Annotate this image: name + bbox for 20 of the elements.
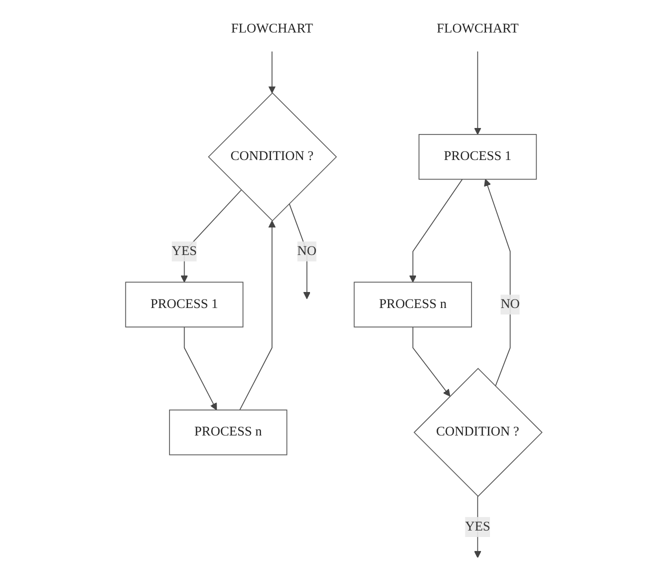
node-box: PROCESS n	[354, 282, 472, 328]
arrow	[288, 203, 310, 300]
arrow	[239, 220, 276, 410]
arrow	[409, 178, 463, 283]
arrow	[184, 326, 217, 410]
node-box: PROCESS n	[169, 410, 288, 456]
edge-label: YES	[465, 520, 490, 534]
arrow	[268, 51, 276, 94]
node-box: PROCESS 1	[125, 282, 244, 328]
arrow	[484, 178, 511, 387]
edge-label: NO	[297, 244, 316, 258]
arrow	[412, 326, 450, 397]
edge-label: YES	[172, 244, 197, 258]
node-diamond: CONDITION ?	[414, 368, 543, 497]
node-box: PROCESS 1	[418, 134, 537, 180]
node-text: FLOWCHART	[231, 22, 313, 36]
arrow	[474, 51, 482, 135]
node-diamond: CONDITION ?	[208, 92, 337, 222]
edge-label: NO	[500, 297, 520, 312]
node-text: FLOWCHART	[436, 22, 519, 36]
